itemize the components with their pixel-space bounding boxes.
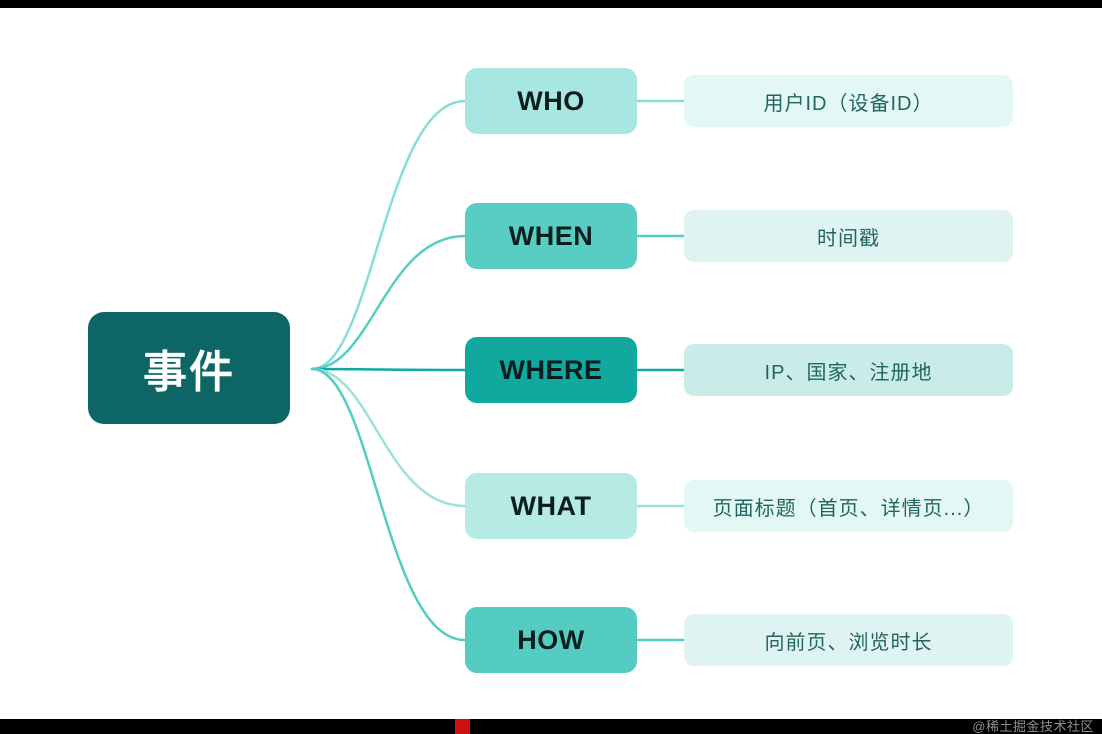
value-node-how: 向前页、浏览时长: [684, 614, 1013, 666]
branch-node-where: WHERE: [465, 337, 637, 403]
branch-node-how: HOW: [465, 607, 637, 673]
red-marker: [455, 719, 470, 734]
watermark-text: @稀土掘金技术社区: [972, 719, 1094, 734]
value-node-when: 时间戳: [684, 210, 1013, 262]
value-node-where: IP、国家、注册地: [684, 344, 1013, 396]
branch-node-who: WHO: [465, 68, 637, 134]
branch-node-when: WHEN: [465, 203, 637, 269]
branch-node-what: WHAT: [465, 473, 637, 539]
root-node-event: 事件: [88, 312, 290, 424]
value-node-what: 页面标题（首页、详情页...）: [684, 480, 1013, 532]
value-node-who: 用户ID（设备ID）: [684, 75, 1013, 127]
top-black-bar: [0, 0, 1102, 8]
bottom-black-bar: @稀土掘金技术社区: [0, 719, 1102, 734]
